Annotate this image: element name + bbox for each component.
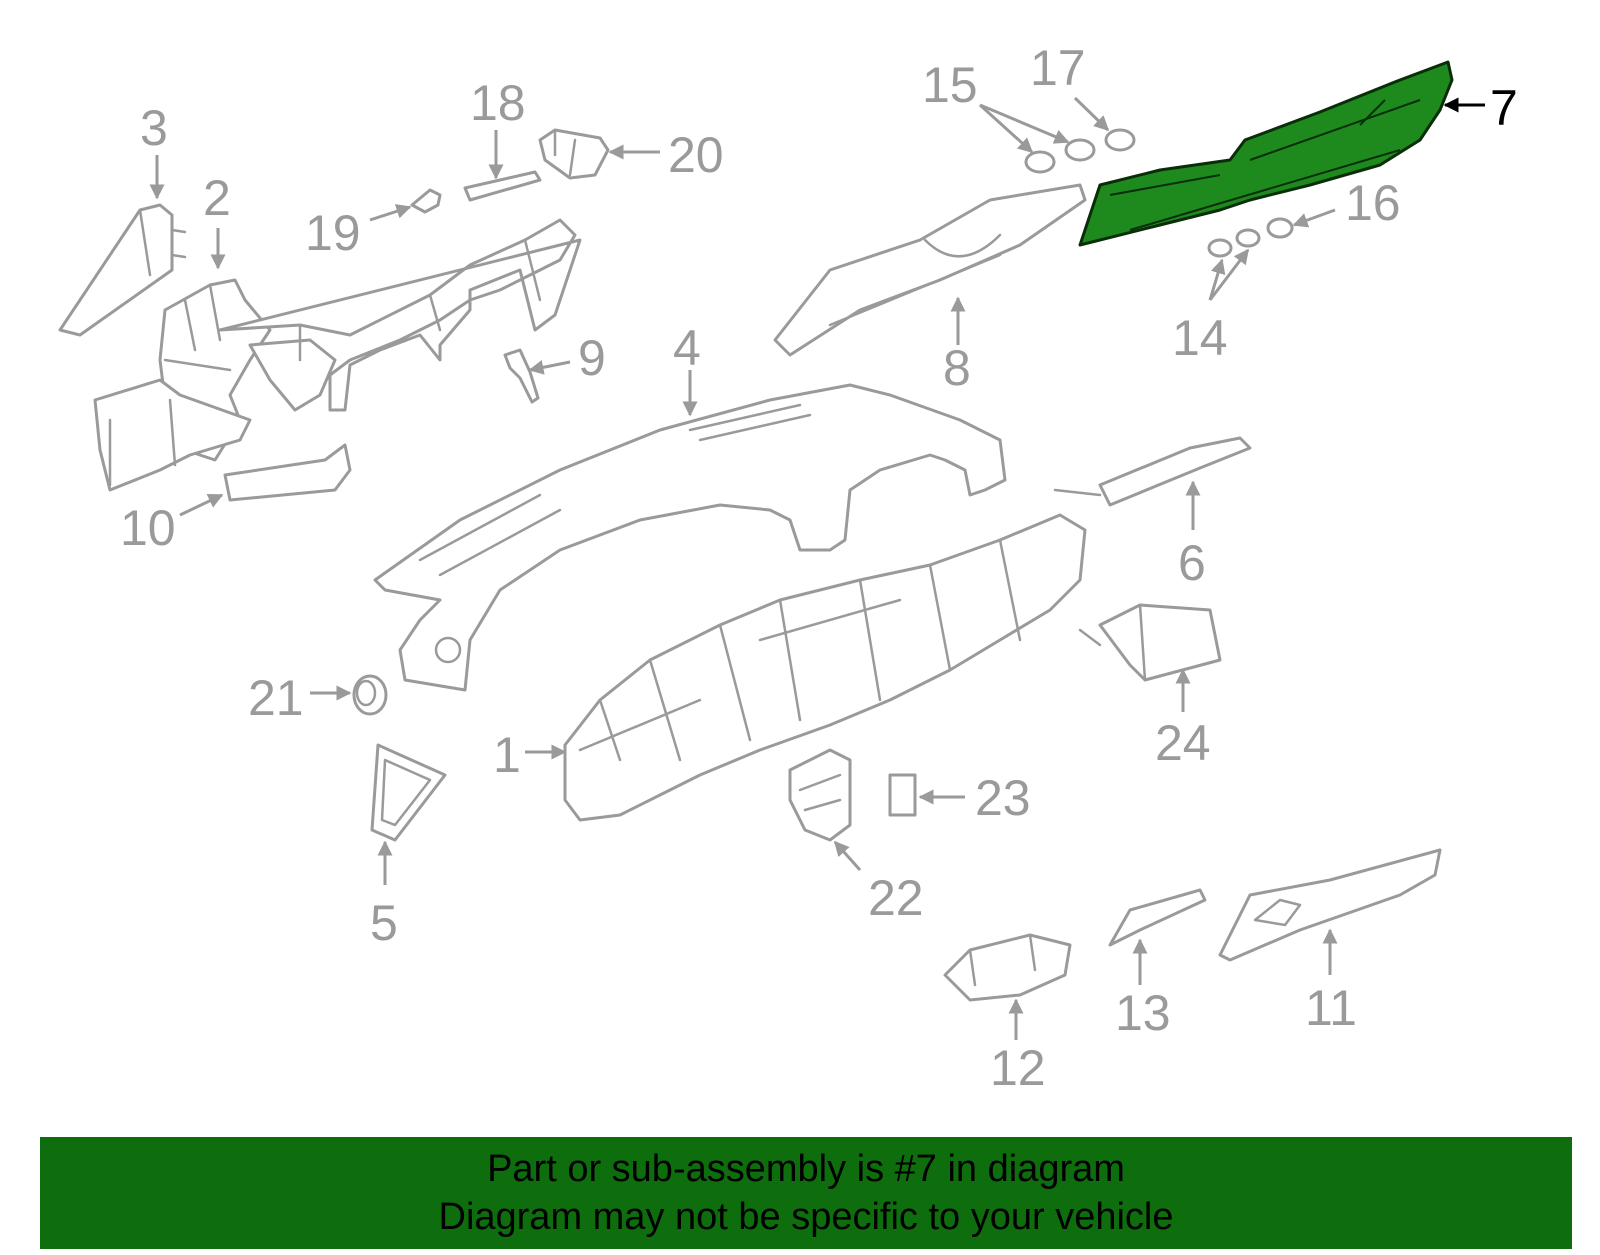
callout-3: 3 <box>140 100 168 156</box>
part-1-carrier <box>563 513 1087 822</box>
part-22-bracket <box>788 748 852 842</box>
part-3-bracket <box>58 203 187 337</box>
part-15-fasteners <box>1024 138 1096 174</box>
callout-5: 5 <box>370 895 398 951</box>
callout-24: 24 <box>1155 715 1211 771</box>
part-5-end-cap <box>370 743 447 842</box>
part-16-fastener <box>1266 217 1294 239</box>
callout-13: 13 <box>1115 985 1171 1041</box>
callout-8: 8 <box>943 340 971 396</box>
part-20-connector <box>538 128 610 180</box>
callout-14: 14 <box>1172 310 1228 366</box>
callout-21: 21 <box>248 670 304 726</box>
part-18-bar <box>463 170 542 202</box>
callout-11: 11 <box>1305 980 1357 1036</box>
part-17-fastener <box>1104 128 1136 152</box>
callout-18: 18 <box>470 75 526 131</box>
part-14-fasteners <box>1207 228 1261 258</box>
part-24-box <box>1078 603 1222 682</box>
part-6-trim-strip <box>1053 436 1252 507</box>
callout-20: 20 <box>668 127 724 183</box>
callout-7: 7 <box>1490 80 1518 136</box>
part-7-highlighted <box>1078 60 1454 247</box>
part-cross-beam <box>218 218 582 412</box>
part-11-door <box>1218 848 1442 962</box>
callout-9: 9 <box>578 330 606 386</box>
part-21-knob <box>352 674 388 716</box>
part-8-upper-trim <box>773 183 1087 357</box>
part-9-stud <box>503 348 540 404</box>
banner-line-2: Diagram may not be specific to your vehi… <box>438 1196 1174 1238</box>
part-4-dash-pad <box>373 383 1007 692</box>
callout-6: 6 <box>1178 535 1206 591</box>
callout-4: 4 <box>673 320 701 376</box>
part-12-bin <box>943 933 1072 1002</box>
callout-numbers: 3 2 19 18 20 9 10 4 8 15 17 7 16 14 6 21… <box>120 40 1518 1096</box>
callout-23: 23 <box>975 770 1031 826</box>
part-23-clip <box>888 773 917 817</box>
callout-19: 19 <box>305 205 361 261</box>
info-banner: Part or sub-assembly is #7 in diagram Di… <box>40 1137 1572 1249</box>
callout-16: 16 <box>1345 175 1401 231</box>
banner-line-1: Part or sub-assembly is #7 in diagram <box>487 1148 1125 1190</box>
callout-2: 2 <box>203 170 231 226</box>
callout-15: 15 <box>922 57 978 113</box>
callout-17: 17 <box>1030 40 1086 96</box>
part-10-side-bracket <box>93 378 352 502</box>
callout-12: 12 <box>990 1040 1046 1096</box>
callout-10: 10 <box>120 500 176 556</box>
part-19-clip <box>410 188 442 214</box>
callout-1: 1 <box>493 727 521 783</box>
part-13-latch-strip <box>1108 888 1207 947</box>
callout-leaders <box>149 96 1485 1040</box>
callout-22: 22 <box>868 870 924 926</box>
